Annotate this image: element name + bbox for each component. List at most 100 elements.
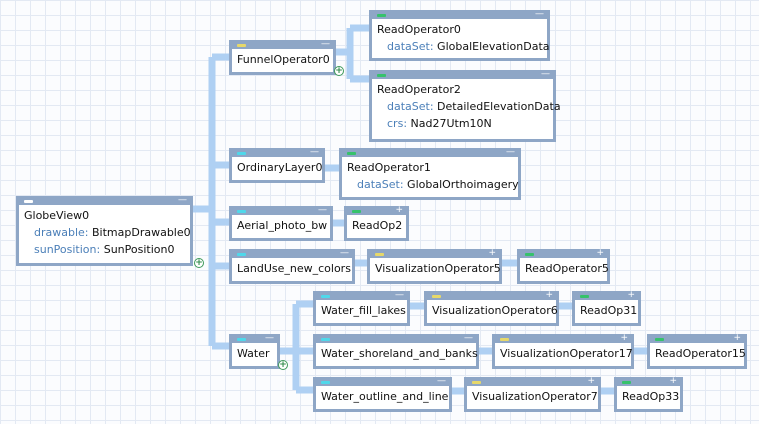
property-key: dataSet — [387, 40, 437, 53]
status-mark — [24, 200, 33, 203]
node-title: ReadOp33 — [622, 390, 680, 403]
node-funneloperator0[interactable]: — FunnelOperator0 — [229, 39, 336, 75]
property-value: BitmapDrawable0 — [92, 226, 191, 239]
node-title: VisualizationOperator6 — [432, 304, 558, 317]
node-property: dataSetGlobalOrthoimagery — [347, 176, 519, 193]
expand-control[interactable]: + — [596, 248, 604, 258]
node-property: sunPositionSunPosition0 — [24, 241, 185, 258]
node-header: + — [495, 333, 631, 343]
add-child-button[interactable]: + — [334, 66, 344, 76]
collapse-control[interactable]: — — [178, 195, 187, 205]
status-mark — [237, 152, 246, 155]
node-header: + — [467, 376, 598, 386]
node-readoperator5[interactable]: + ReadOperator5 — [517, 248, 610, 284]
node-title: FunnelOperator0 — [237, 53, 330, 66]
node-title: Aerial_photo_bw — [237, 219, 328, 232]
node-readop2[interactable]: + ReadOp2 — [344, 205, 409, 241]
collapse-control[interactable]: — — [265, 333, 274, 343]
property-value: Nad27Utm10N — [410, 117, 492, 130]
node-readoperator2[interactable]: — ReadOperator2 dataSetDetailedElevation… — [369, 69, 561, 142]
collapse-control[interactable]: — — [395, 290, 404, 300]
status-mark — [237, 338, 246, 341]
node-ordinarylayer0[interactable]: — OrdinaryLayer0 — [229, 147, 325, 183]
status-mark — [472, 381, 481, 384]
node-title: ReadOperator5 — [525, 262, 609, 275]
node-aerial-photo-bw[interactable]: — Aerial_photo_bw — [229, 205, 333, 241]
status-mark — [580, 295, 589, 298]
node-header: — — [316, 290, 407, 300]
node-water-shoreland-and-banks[interactable]: — Water_shoreland_and_banks — [313, 333, 479, 369]
node-landuse-new-colors[interactable]: — LandUse_new_colors — [229, 248, 355, 284]
node-header: + — [370, 248, 499, 258]
node-title: LandUse_new_colors — [237, 262, 351, 275]
status-mark — [432, 295, 441, 298]
status-mark — [237, 253, 246, 256]
add-child-button[interactable]: + — [278, 360, 288, 370]
collapse-control[interactable]: — — [506, 147, 515, 157]
node-title: ReadOperator0 — [377, 23, 461, 36]
node-header: + — [650, 333, 744, 343]
node-water-outline-and-line[interactable]: — Water_outline_and_line — [313, 376, 452, 412]
collapse-control[interactable]: — — [464, 333, 473, 343]
node-header: + — [617, 376, 680, 386]
node-header: — — [316, 333, 476, 343]
property-key: drawable — [34, 226, 92, 239]
property-value: GlobalOrthoimagery — [407, 178, 519, 191]
node-header: — — [316, 376, 449, 386]
property-value: DetailedElevationData — [437, 100, 561, 113]
expand-control[interactable]: + — [488, 248, 496, 258]
expand-control[interactable]: + — [587, 376, 595, 386]
node-readoperator15[interactable]: + ReadOperator15 — [647, 333, 747, 369]
node-title: ReadOp31 — [580, 304, 638, 317]
node-visualizationoperator7[interactable]: + VisualizationOperator7 — [464, 376, 601, 412]
node-globeview0[interactable]: — GlobeView0 drawableBitmapDrawable0 sun… — [16, 195, 193, 266]
property-key: dataSet — [387, 100, 437, 113]
collapse-control[interactable]: — — [318, 205, 327, 215]
collapse-control[interactable]: — — [437, 376, 446, 386]
expand-control[interactable]: + — [627, 290, 635, 300]
status-mark — [352, 210, 361, 213]
node-readoperator0[interactable]: — ReadOperator0 dataSetGlobalElevationDa… — [369, 9, 550, 61]
collapse-control[interactable]: — — [310, 147, 319, 157]
node-title: VisualizationOperator5 — [375, 262, 501, 275]
expand-control[interactable]: + — [545, 290, 553, 300]
expand-control[interactable]: + — [395, 205, 403, 215]
node-header: + — [575, 290, 638, 300]
node-readop31[interactable]: + ReadOp31 — [572, 290, 641, 326]
status-mark — [655, 338, 664, 341]
status-mark — [375, 253, 384, 256]
node-header: — — [19, 195, 190, 205]
expand-control[interactable]: + — [620, 333, 628, 343]
node-title: VisualizationOperator17 — [500, 347, 633, 360]
expand-control[interactable]: + — [669, 376, 677, 386]
collapse-control[interactable]: — — [321, 39, 330, 49]
node-header: + — [347, 205, 406, 215]
node-readoperator1[interactable]: — ReadOperator1 dataSetGlobalOrthoimager… — [339, 147, 521, 200]
node-visualizationoperator5[interactable]: + VisualizationOperator5 — [367, 248, 502, 284]
status-mark — [321, 295, 330, 298]
node-water-fill-lakes[interactable]: — Water_fill_lakes — [313, 290, 410, 326]
collapse-control[interactable]: — — [340, 248, 349, 258]
node-water[interactable]: — Water — [229, 333, 280, 369]
collapse-control[interactable]: — — [541, 69, 550, 79]
status-mark — [237, 210, 246, 213]
add-child-button[interactable]: + — [194, 258, 204, 268]
node-title: ReadOperator1 — [347, 161, 431, 174]
expand-control[interactable]: + — [733, 333, 741, 343]
node-header: — — [342, 147, 518, 157]
node-visualizationoperator6[interactable]: + VisualizationOperator6 — [424, 290, 559, 326]
status-mark — [622, 381, 631, 384]
property-key: sunPosition — [34, 243, 104, 256]
node-visualizationoperator17[interactable]: + VisualizationOperator17 — [492, 333, 634, 369]
status-mark — [525, 253, 534, 256]
status-mark — [377, 14, 386, 17]
node-title: Water_shoreland_and_banks — [321, 347, 478, 360]
node-title: GlobeView0 — [24, 209, 90, 222]
node-title: VisualizationOperator7 — [472, 390, 598, 403]
status-mark — [347, 152, 356, 155]
collapse-control[interactable]: — — [535, 9, 544, 19]
node-header: — — [372, 69, 553, 79]
node-readop33[interactable]: + ReadOp33 — [614, 376, 683, 412]
node-header: — — [232, 248, 352, 258]
